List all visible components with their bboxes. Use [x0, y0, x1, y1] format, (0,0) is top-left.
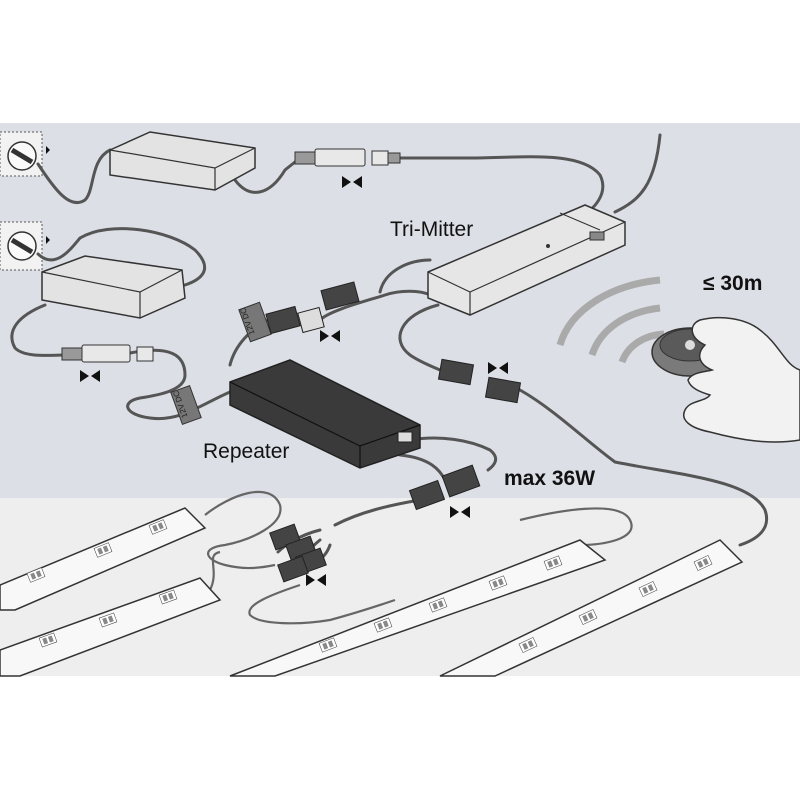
led-strip-3 — [229, 539, 607, 677]
inline-connector-1 — [294, 148, 401, 167]
inline-connector-2 — [61, 344, 154, 363]
repeater-device — [229, 359, 421, 469]
plug-connector-group — [265, 281, 522, 583]
led-strip-2 — [0, 577, 222, 677]
wall-socket-icon — [0, 131, 50, 177]
power-supply-1 — [109, 131, 256, 191]
power-supply-2 — [41, 255, 186, 319]
tri-mitter-label: Tri-Mitter — [390, 218, 474, 241]
thin-cable-group — [204, 490, 633, 625]
hand-illustration — [683, 316, 800, 443]
voltage-tag-b — [170, 384, 202, 426]
range-label: ≤ 30m — [703, 272, 763, 295]
repeater-label: Repeater — [203, 440, 290, 463]
voltage-tag-a — [238, 301, 272, 343]
max-power-label: max 36W — [504, 467, 596, 490]
tri-mitter-device — [427, 204, 626, 316]
led-strip-1 — [0, 507, 207, 611]
led-strip-4 — [439, 539, 744, 677]
wall-socket-icon — [0, 221, 50, 271]
